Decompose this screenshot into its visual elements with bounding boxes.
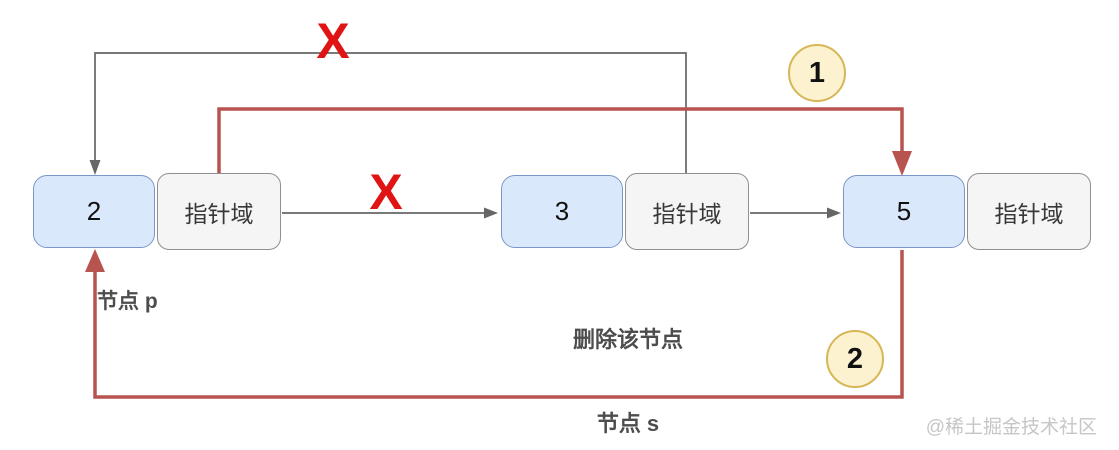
cross-x-icon-top: X	[316, 13, 350, 69]
node-s: 3 指针域	[501, 173, 749, 250]
step-2-badge: 2	[826, 330, 884, 388]
watermark-text: @稀土掘金技术社区	[925, 417, 1097, 438]
old-link-p-to-s-arrow	[282, 207, 498, 219]
delete-node-label-line2: 节点 s	[596, 411, 660, 436]
new-link-step1-arrow	[217, 107, 912, 176]
node-s-value: 3	[554, 196, 570, 226]
node-next-value: 5	[896, 196, 912, 226]
node-p-value: 2	[86, 196, 102, 226]
node-s-value-box: 3	[501, 175, 623, 248]
step-2-number: 2	[846, 342, 864, 375]
delete-node-label-line1: 删除该节点	[572, 327, 684, 352]
node-s-pointer-label: 指针域	[652, 200, 722, 227]
node-next-pointer-label: 指针域	[994, 200, 1064, 227]
node-next-value-box: 5	[843, 175, 965, 248]
node-p: 2 指针域	[33, 173, 281, 250]
cross-x-icon-middle: X	[369, 164, 403, 220]
node-p-pointer-label: 指针域	[184, 200, 254, 227]
node-next-pointer-box: 指针域	[967, 173, 1091, 250]
node-s-pointer-box: 指针域	[625, 173, 749, 250]
node-next: 5 指针域	[843, 173, 1091, 250]
old-link-s-to-p-arrow	[89, 52, 687, 175]
node-p-label: 节点 p	[97, 290, 158, 313]
new-link-step2-arrow	[85, 249, 904, 399]
node-p-value-box: 2	[33, 175, 155, 248]
link-s-to-next-arrow	[750, 207, 841, 219]
node-p-pointer-box: 指针域	[157, 173, 281, 250]
delete-node-label: 删除该节点 节点 s	[573, 270, 683, 450]
step-1-number: 1	[808, 56, 826, 89]
step-1-badge: 1	[788, 44, 846, 102]
